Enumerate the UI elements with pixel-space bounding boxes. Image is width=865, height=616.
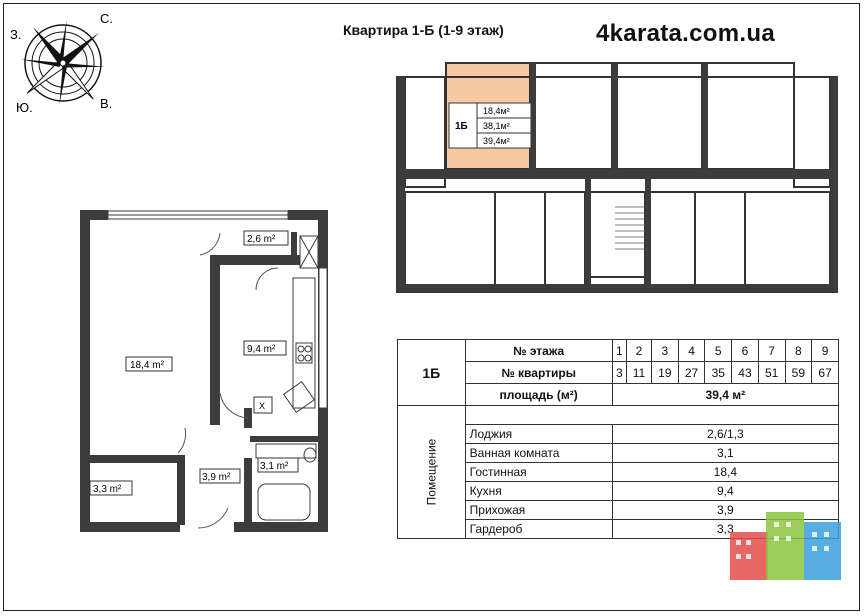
- apartment-cell: 35: [704, 361, 733, 384]
- room-value: 18,4: [611, 462, 840, 482]
- total-area-value: 39,4 м²: [611, 383, 840, 406]
- room-group-label: Помещение: [424, 438, 439, 506]
- plan-area-living: 18,4м²: [483, 106, 510, 116]
- room-x-mark: X: [259, 401, 265, 411]
- room-loggia-label: 2,6 m²: [247, 234, 276, 245]
- page-title: Квартира 1-Б (1-9 этаж): [343, 22, 504, 38]
- floor-cell: 7: [757, 339, 786, 362]
- room-name: Прихожая: [464, 500, 613, 520]
- compass-east: В.: [100, 96, 112, 111]
- apartment-row-label: № квартиры: [464, 361, 613, 384]
- page-frame: [3, 3, 860, 611]
- compass-south: Ю.: [16, 100, 33, 115]
- room-living-label: 18,4 m²: [130, 360, 165, 371]
- floor-cell: 3: [650, 339, 679, 362]
- room-name: Ванная комната: [464, 443, 613, 463]
- floor-cell: 1: [611, 339, 627, 362]
- apartment-cell: 19: [650, 361, 679, 384]
- floor-cell: 9: [811, 339, 839, 362]
- room-name: Гардероб: [464, 519, 613, 539]
- floor-cell: 6: [731, 339, 759, 362]
- floor-row-label: № этажа: [464, 339, 613, 362]
- compass-rose: С. З. Ю. В.: [10, 11, 113, 115]
- room-hall-label: 3,9 m²: [202, 472, 231, 483]
- plan-area-total: 39,4м²: [483, 136, 510, 146]
- room-wardrobe-label: 3,3 m²: [93, 484, 122, 495]
- room-value: 3,1: [611, 443, 840, 463]
- compass-north: С.: [100, 11, 113, 26]
- site-logo: [730, 512, 841, 580]
- plan-area-useful: 38,1м²: [483, 121, 510, 131]
- floor-cell: 2: [625, 339, 652, 362]
- room-value: 2,6/1,3: [611, 424, 840, 444]
- apartment-cell: 3: [611, 361, 627, 384]
- floor-cell: 8: [784, 339, 813, 362]
- table-apt-code: 1Б: [397, 339, 466, 406]
- floor-cell: 5: [704, 339, 733, 362]
- site-name: 4karata.com.ua: [596, 20, 775, 47]
- spacer-row: [464, 405, 840, 425]
- compass-west: З.: [10, 27, 21, 42]
- floor-cell: 4: [677, 339, 706, 362]
- room-value: 9,4: [611, 481, 840, 501]
- apartment-floor-plan: 2,6 m² 18,4 m² 9,4 m² 3,3 m² 3,9 m² 3,1 …: [80, 210, 328, 532]
- building-plan: 1Б 18,4м² 38,1м² 39,4м²: [396, 62, 838, 293]
- apartment-cell: 51: [757, 361, 786, 384]
- apartment-cell: 27: [677, 361, 706, 384]
- apartment-info-table: 1Б № этажа 1 2 3 4 5 6 7 8 9 № квартиры …: [397, 339, 840, 539]
- apartment-cell: 43: [731, 361, 759, 384]
- room-bath-label: 3,1 m²: [260, 461, 289, 472]
- apartment-cell: 67: [811, 361, 839, 384]
- room-name: Гостинная: [464, 462, 613, 482]
- room-name: Кухня: [464, 481, 613, 501]
- plan-apt-code: 1Б: [455, 121, 468, 132]
- apartment-cell: 59: [784, 361, 813, 384]
- room-name: Лоджия: [464, 424, 613, 444]
- room-kitchen-label: 9,4 m²: [247, 344, 276, 355]
- apartment-cell: 11: [625, 361, 652, 384]
- area-row-label: площадь (м²): [464, 383, 613, 406]
- room-group-cell: Помещение: [397, 405, 466, 539]
